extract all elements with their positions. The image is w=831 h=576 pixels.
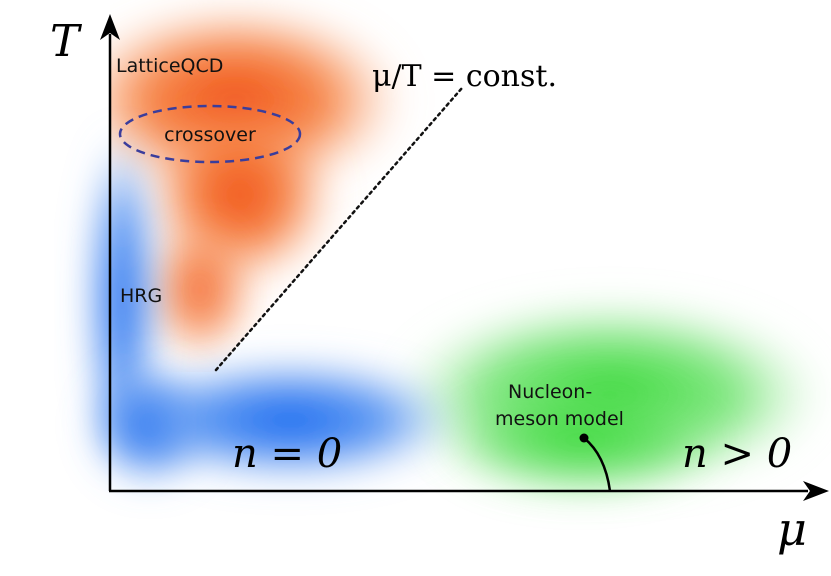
n-positive-label: n > 0 [682, 431, 792, 477]
t-axis-label: T [50, 16, 83, 67]
mu-over-t-line [214, 86, 464, 372]
hrg-region [88, 130, 460, 485]
crossover-ellipse [118, 104, 302, 164]
t-axis-arrow-icon [100, 14, 120, 40]
mu-axis-label: μ [777, 502, 807, 556]
lattice-qcd-label: LatticeQCD [116, 55, 223, 77]
mu-over-t-label: μ/T = const. [372, 59, 557, 94]
nucleon-meson-label-line1: Nucleon- [508, 381, 592, 403]
mu-axis-arrow-icon [803, 481, 829, 501]
lattice-qcd-region [110, 5, 405, 360]
nucleon-meson-label-line2: meson model [495, 408, 624, 430]
n-zero-label: n = 0 [232, 431, 342, 477]
crossover-label: crossover [164, 124, 256, 146]
hrg-label: HRG [120, 285, 162, 307]
nucleon-meson-pointer-line [583, 437, 612, 492]
